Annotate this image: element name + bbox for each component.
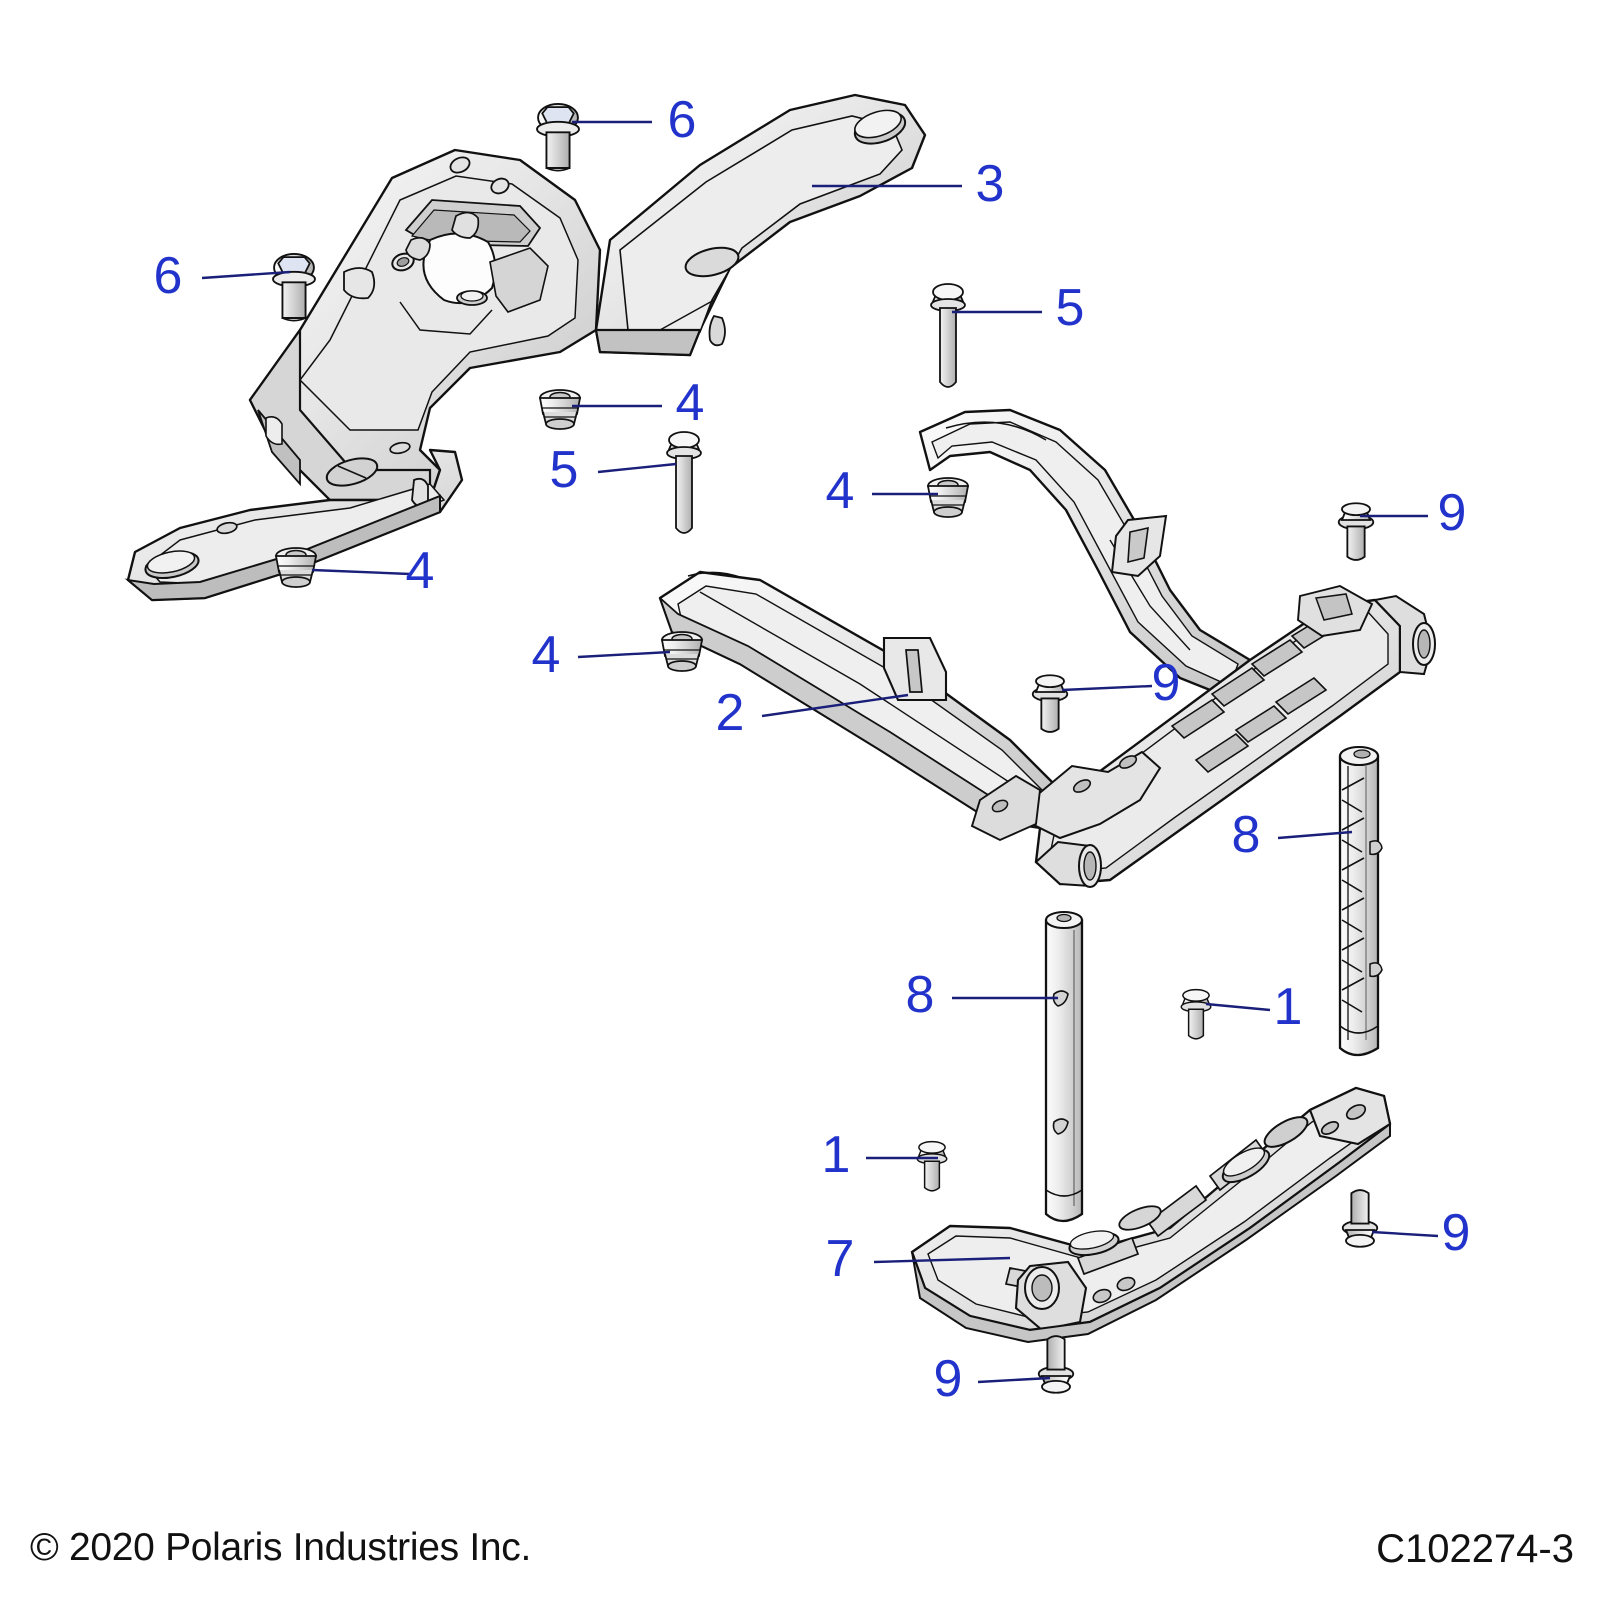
callout-9: 9 xyxy=(1061,654,1181,712)
leader-line xyxy=(977,1376,1051,1384)
leader-line xyxy=(311,568,411,576)
callout-9: 9 xyxy=(1360,484,1466,542)
fastener-4-right xyxy=(927,477,969,518)
callout-number: 5 xyxy=(1056,279,1085,337)
leader-line xyxy=(1205,1002,1271,1012)
part-3-bracket-body xyxy=(248,148,602,502)
part-8-upright-tube-left xyxy=(1044,910,1084,1223)
callout-4: 4 xyxy=(826,462,938,520)
callout-8: 8 xyxy=(1232,806,1353,864)
fastener-9-bottom-center xyxy=(1037,1335,1075,1394)
fastener-6-top xyxy=(536,103,580,172)
callout-number: 4 xyxy=(676,374,705,432)
callout-5: 5 xyxy=(952,279,1084,337)
fastener-4-center-top xyxy=(539,389,581,430)
callout-5: 5 xyxy=(550,441,677,499)
leader-line xyxy=(597,462,677,474)
callout-7: 7 xyxy=(826,1230,1011,1288)
copyright-notice: © 2020 Polaris Industries Inc. xyxy=(30,1526,531,1569)
callout-9: 9 xyxy=(934,1350,1051,1408)
callout-4: 4 xyxy=(572,374,704,432)
callout-number: 6 xyxy=(154,247,183,305)
callout-9: 9 xyxy=(1371,1204,1471,1262)
callout-number: 9 xyxy=(1442,1204,1471,1262)
callout-4: 4 xyxy=(311,542,435,600)
callout-number: 4 xyxy=(406,542,435,600)
callout-1: 1 xyxy=(1205,978,1303,1036)
fastener-1-left xyxy=(916,1140,948,1192)
callout-3: 3 xyxy=(812,155,1004,213)
callout-number: 4 xyxy=(532,626,561,684)
callout-number: 5 xyxy=(550,441,579,499)
callout-2: 2 xyxy=(716,684,909,742)
fastener-9-center xyxy=(1031,674,1069,733)
part-3-lower-arm xyxy=(124,441,464,602)
leader-line xyxy=(577,650,671,659)
callout-number: 9 xyxy=(1438,484,1467,542)
callout-4: 4 xyxy=(532,626,671,684)
leader-line xyxy=(1061,684,1153,692)
callout-number: 4 xyxy=(826,462,855,520)
callout-1: 1 xyxy=(822,1126,938,1184)
fastener-6-left xyxy=(272,253,316,322)
callout-number: 8 xyxy=(906,966,935,1024)
leader-line xyxy=(1277,830,1353,840)
fastener-9-far-right xyxy=(1337,502,1375,561)
callout-6: 6 xyxy=(572,91,696,149)
callout-number: 8 xyxy=(1232,806,1261,864)
callout-number: 1 xyxy=(1274,978,1303,1036)
part-8-upright-tube-right xyxy=(1338,745,1383,1057)
fastener-5-center xyxy=(666,431,702,534)
part-3-upper-support-bracket xyxy=(594,93,927,357)
fastener-4-lower-left xyxy=(275,547,317,588)
sheet-footer: © 2020 Polaris Industries Inc. C102274-3 xyxy=(0,1480,1600,1600)
part-7-lower-bumper-crossmember xyxy=(910,1086,1392,1344)
leader-line xyxy=(873,1256,1011,1264)
drawing-part-number: C102274-3 xyxy=(1376,1527,1574,1571)
callout-number: 9 xyxy=(1152,654,1181,712)
callout-8: 8 xyxy=(906,966,1058,1024)
callout-number: 2 xyxy=(716,684,745,742)
callout-number: 7 xyxy=(826,1230,855,1288)
callout-number: 9 xyxy=(934,1350,963,1408)
callout-number: 1 xyxy=(822,1126,851,1184)
callout-number: 6 xyxy=(668,91,697,149)
leader-line xyxy=(1371,1230,1439,1238)
callout-number: 3 xyxy=(976,155,1005,213)
leader-line xyxy=(761,693,909,718)
fastener-5-top-right xyxy=(930,283,966,388)
part-2-front-frame-crossmember xyxy=(658,408,1436,888)
fastener-1-right xyxy=(1180,988,1212,1040)
leader-line xyxy=(201,270,291,280)
callout-6: 6 xyxy=(154,247,291,305)
fastener-9-bottom-right xyxy=(1341,1189,1379,1248)
